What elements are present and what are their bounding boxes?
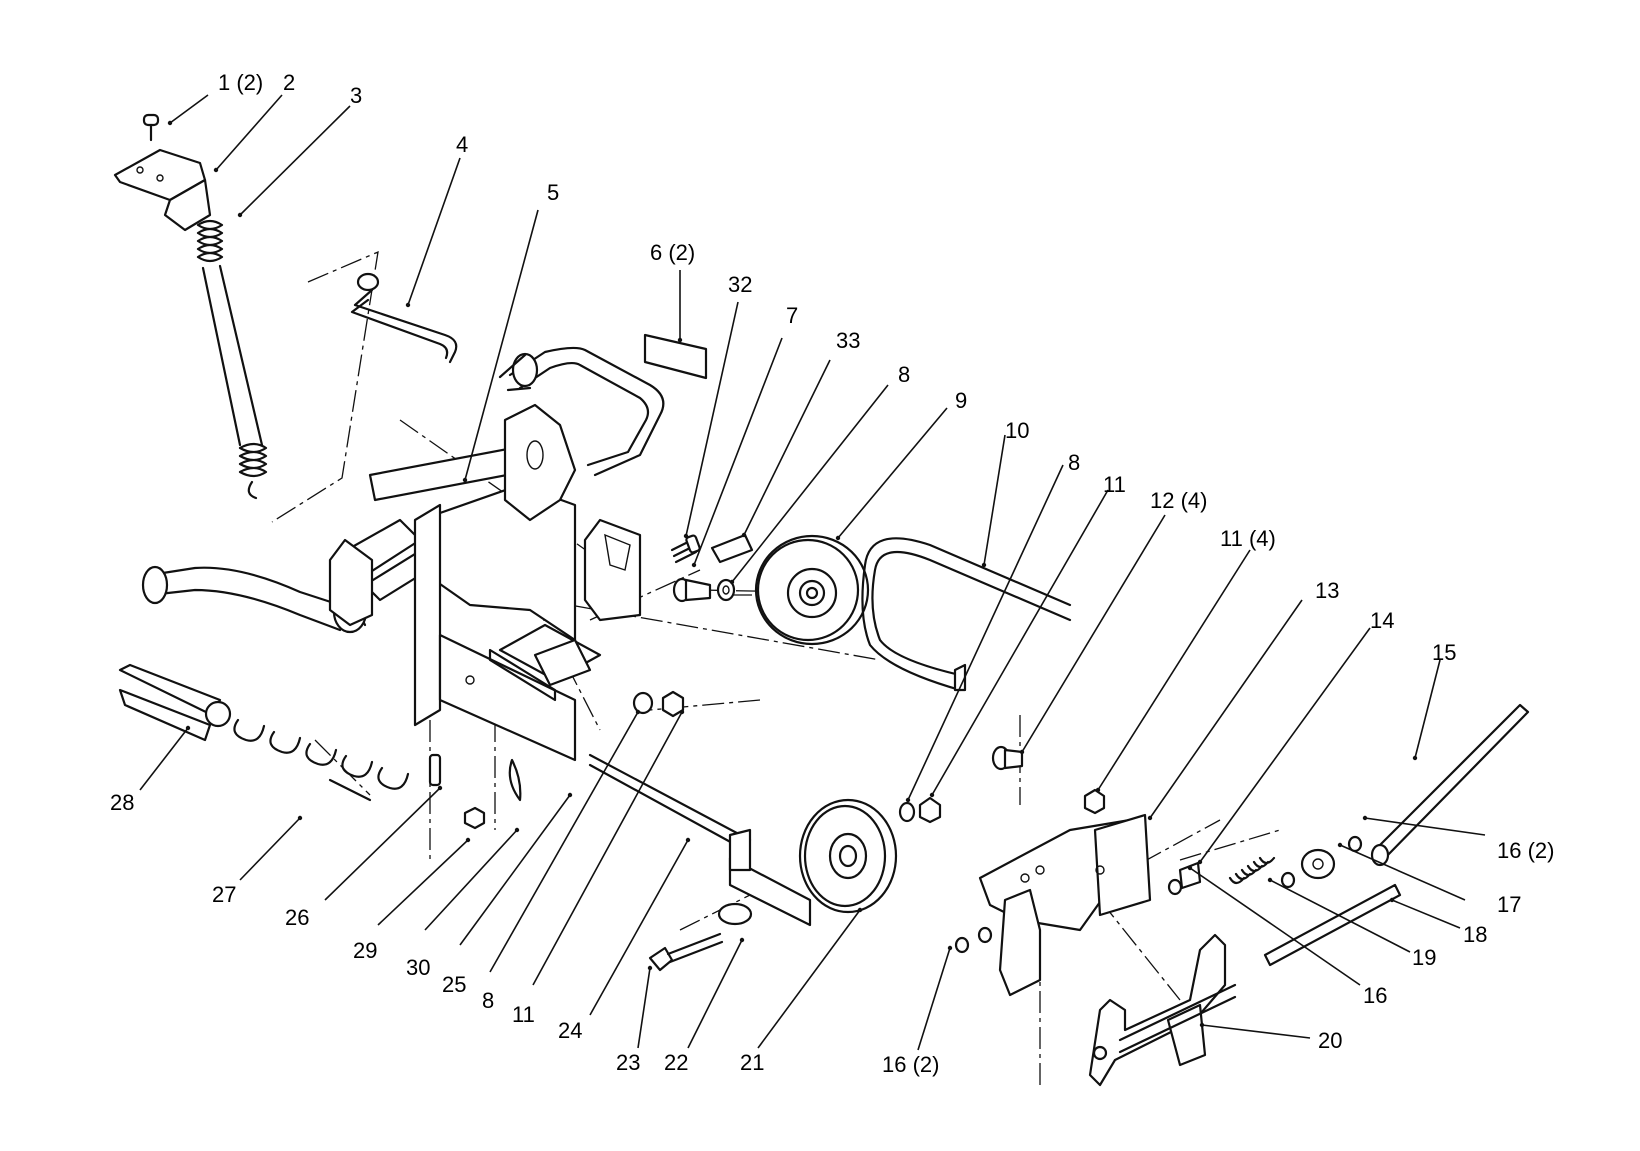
callout-12-4: 12 (4): [1150, 488, 1207, 513]
callout-16-2-bottom: 16 (2): [882, 1052, 939, 1077]
callout-25: 25: [442, 972, 466, 997]
callout-22: 22: [664, 1050, 688, 1075]
callout-18: 18: [1463, 922, 1487, 947]
callout-8-right: 8: [1068, 450, 1080, 475]
callout-27: 27: [212, 882, 236, 907]
callout-11-right: 11: [1103, 472, 1126, 497]
callout-13: 13: [1315, 578, 1339, 603]
callout-1-2: 1 (2): [218, 70, 263, 95]
callout-29: 29: [353, 938, 377, 963]
callout-4: 4: [456, 132, 468, 157]
callout-9: 9: [955, 388, 967, 413]
callout-6-2: 6 (2): [650, 240, 695, 265]
callout-8-bottom: 8: [482, 988, 494, 1013]
callout-labels: 1 (2) 2 3 4 5 6 (2) 32 7 33 8 9 10 8 11 …: [110, 70, 1554, 1077]
callout-21: 21: [740, 1050, 764, 1075]
callout-11-4: 11 (4): [1220, 526, 1276, 551]
callout-30: 30: [406, 955, 430, 980]
callout-26: 26: [285, 905, 309, 930]
leader-lines: [139, 94, 1486, 1051]
callout-16: 16: [1363, 983, 1387, 1008]
callout-33: 33: [836, 328, 860, 353]
callout-24: 24: [558, 1018, 582, 1043]
callout-23: 23: [616, 1050, 640, 1075]
callout-16-2-right: 16 (2): [1497, 838, 1554, 863]
callout-32: 32: [728, 272, 752, 297]
callout-10: 10: [1005, 418, 1029, 443]
callout-3: 3: [350, 83, 362, 108]
callout-11-bottom: 11: [512, 1002, 535, 1027]
callout-5: 5: [547, 180, 559, 205]
callout-8-top: 8: [898, 362, 910, 387]
callout-14: 14: [1370, 608, 1394, 633]
callout-20: 20: [1318, 1028, 1342, 1053]
callout-17: 17: [1497, 892, 1521, 917]
callout-7: 7: [786, 303, 798, 328]
callout-15: 15: [1432, 640, 1456, 665]
callout-19: 19: [1412, 945, 1436, 970]
callout-2: 2: [283, 70, 295, 95]
callout-28: 28: [110, 790, 134, 815]
